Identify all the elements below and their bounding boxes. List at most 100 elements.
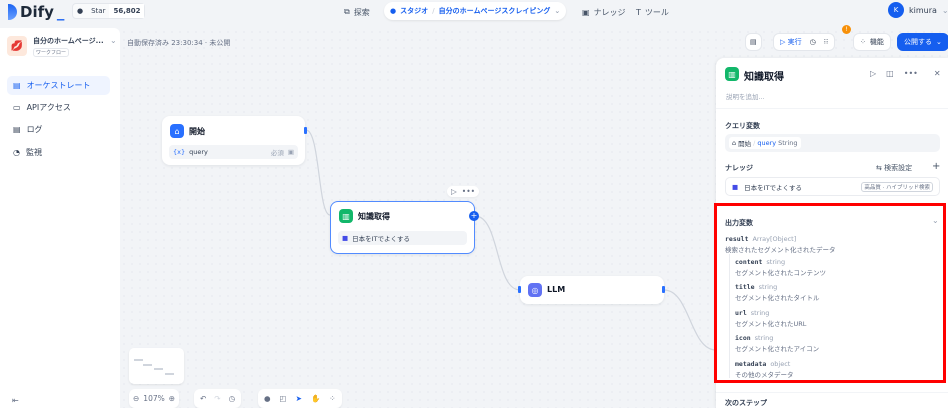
layout-icon: ▤	[13, 81, 21, 90]
highlight-box	[714, 203, 946, 383]
input-type-icon: ▣	[287, 148, 294, 156]
history-icon[interactable]: ◷	[228, 394, 236, 403]
more-icon[interactable]: •••	[903, 69, 918, 78]
start-output-handle[interactable]	[304, 127, 307, 134]
folder-icon: ■	[732, 182, 739, 191]
book-icon: ▥	[725, 67, 739, 81]
llm-icon: ◎	[528, 283, 542, 297]
publish-button[interactable]: 公開する⌄	[897, 33, 948, 51]
zoom-in-icon[interactable]: ⊕	[168, 394, 176, 403]
help-book-icon[interactable]: ◫	[886, 69, 894, 78]
app-type-badge: ワークフロー	[33, 48, 70, 57]
folder-icon: ■	[342, 234, 349, 242]
query-label: クエリ変数	[725, 122, 760, 130]
node-title: 開始	[189, 127, 205, 136]
history-icon[interactable]: ◷	[809, 38, 816, 46]
knowledge-dataset: ■日本をITでよくする	[338, 231, 467, 245]
organize-icon[interactable]: ⁘	[329, 394, 336, 403]
node-llm[interactable]: ◎ LLM	[520, 276, 664, 304]
llm-output-handle[interactable]	[662, 286, 665, 293]
canvas-tools: ● ◰ ➤ ✋ ⁘	[258, 389, 342, 408]
collapse-sidebar-icon[interactable]: ⇤	[12, 396, 19, 405]
avatar: K	[888, 2, 904, 18]
sidebar-item-logs[interactable]: ▤ログ	[13, 125, 43, 134]
star-label: Star	[91, 7, 106, 15]
node-title: 知識取得	[358, 212, 390, 221]
node-title: LLM	[547, 285, 566, 294]
checklist-icon[interactable]: ⁝⁝	[823, 38, 829, 46]
history-controls: ↶ ↷ ◷	[194, 389, 242, 408]
nav-explore[interactable]: ⧉探索	[344, 7, 370, 17]
redo-icon[interactable]: ↷	[214, 394, 221, 403]
close-icon[interactable]: ✕	[933, 69, 941, 78]
undo-icon[interactable]: ↶	[200, 394, 207, 403]
terminal-icon: ▭	[13, 103, 21, 112]
minimap[interactable]	[129, 348, 184, 384]
robot-icon: ●	[390, 7, 397, 15]
zoom-out-icon[interactable]: ⊖	[133, 394, 140, 403]
monitor-icon: ◔	[13, 148, 20, 157]
dataset-tag: 高品質 · ハイブリッド検索	[861, 181, 933, 192]
node-knowledge-retrieval[interactable]: ▥ 知識取得 ■日本をITでよくする	[330, 201, 475, 254]
chevron-down-icon: ⌄	[554, 7, 561, 15]
tool-icon: T	[636, 7, 641, 17]
variable-icon: {x}	[173, 148, 186, 156]
env-icon: ▤	[750, 38, 757, 46]
hand-icon[interactable]: ✋	[310, 394, 321, 403]
log-icon: ▤	[13, 125, 21, 134]
book-icon: ▣	[582, 7, 590, 17]
app-name[interactable]: 自分のホームページ...	[33, 37, 104, 45]
more-icon[interactable]: •••	[461, 187, 476, 196]
edge-llm-next	[663, 289, 717, 351]
edge-start-knowledge	[305, 129, 331, 216]
book-icon: ▥	[339, 209, 353, 223]
knowledge-label: ナレッジ	[725, 164, 753, 172]
run-toolbar: ▷ 実行 ◷ ⁝⁝	[773, 33, 836, 51]
dataset-item[interactable]: ■日本をITでよくする高品質 · ハイブリッド検索	[725, 177, 940, 196]
node-actions: ▷ •••	[447, 186, 480, 197]
add-block-icon[interactable]: ●	[264, 394, 271, 403]
run-icon[interactable]: ▷	[451, 187, 457, 196]
github-icon: ●	[77, 7, 84, 15]
features-button[interactable]: ⁘機能	[853, 33, 891, 51]
edge-knowledge-llm	[474, 215, 521, 291]
zoom-level[interactable]: 107%	[143, 394, 165, 403]
description-input[interactable]: 説明を追加...	[726, 93, 765, 101]
pointer-icon[interactable]: ➤	[295, 394, 302, 403]
sidebar-item-orchestrate[interactable]: ▤オーケストレート	[7, 76, 110, 95]
features-icon: ⁘	[860, 38, 866, 46]
chevron-down-icon[interactable]: ⌄	[932, 216, 939, 225]
autosave-status: 自動保存済み 23:30:34 · 未公開	[127, 39, 231, 47]
sidebar-item-monitor[interactable]: ◔監視	[13, 148, 42, 157]
note-icon[interactable]: ◰	[279, 394, 287, 403]
panel-title[interactable]: 知識取得	[744, 72, 784, 83]
retrieval-settings-button[interactable]: ⇆ 検索設定	[876, 164, 913, 172]
nav-studio[interactable]: ●スタジオ/自分のホームページスクレイピング⌄	[384, 2, 567, 20]
add-knowledge-icon[interactable]: +	[932, 161, 941, 172]
explore-icon: ⧉	[344, 7, 350, 16]
sidebar-item-api[interactable]: ▭APIアクセス	[13, 103, 71, 112]
app-breadcrumb[interactable]: 自分のホームページスクレイピング	[438, 7, 551, 15]
run-icon[interactable]: ▷	[870, 69, 877, 78]
settings-icon: ⇆	[876, 164, 882, 172]
home-icon: ⌂	[732, 139, 737, 147]
zoom-controls: ⊖107%⊕	[129, 389, 180, 408]
nav-knowledge[interactable]: ▣ナレッジ	[582, 7, 626, 17]
add-node-icon[interactable]: +	[469, 211, 479, 221]
env-button[interactable]: ▤	[745, 33, 762, 51]
llm-input-handle[interactable]	[518, 286, 521, 293]
next-step-label: 次のステップ	[725, 399, 767, 407]
dify-logo[interactable]: Dify_	[8, 3, 64, 21]
chevron-down-icon[interactable]: ⌄	[110, 36, 117, 45]
run-button[interactable]: ▷ 実行	[780, 38, 802, 46]
